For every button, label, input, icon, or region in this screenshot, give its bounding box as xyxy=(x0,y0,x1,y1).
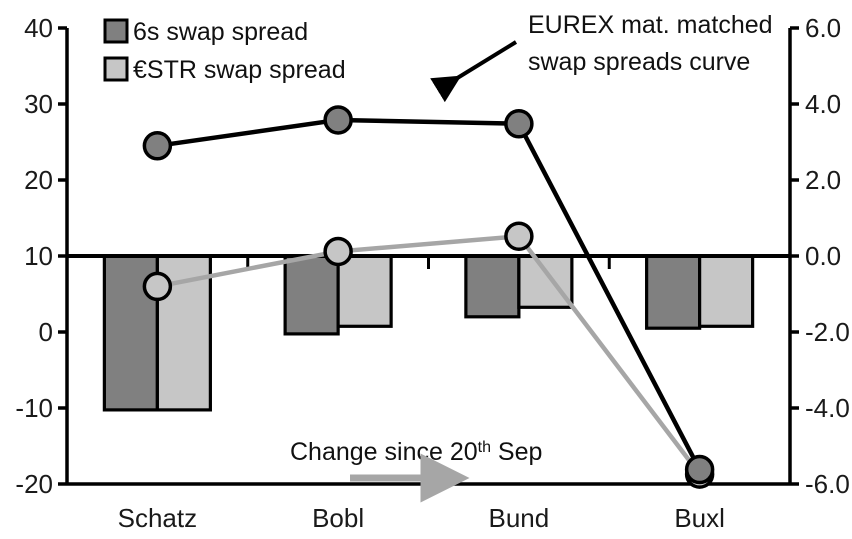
right-axis-tick-label: -6.0 xyxy=(805,469,850,499)
bar-bobl-estr xyxy=(336,254,393,328)
legend-label-estr: €STR swap spread xyxy=(133,56,346,84)
bar-bund-estr xyxy=(517,254,574,309)
change-since-marker xyxy=(323,236,353,267)
category-label-bobl: Bobl xyxy=(312,503,364,533)
eurex-curve-marker xyxy=(323,105,353,135)
bar-schatz-6s xyxy=(102,254,159,412)
left-axis-tick-label: 10 xyxy=(24,241,53,271)
category-label-schatz: Schatz xyxy=(118,503,198,533)
right-axis-tick-label: 4.0 xyxy=(805,89,841,119)
right-axis-tick-label: 2.0 xyxy=(805,165,841,195)
category-label-buxl: Buxl xyxy=(674,503,725,533)
bar-buxl-6s xyxy=(645,254,702,330)
bar-bund-6s xyxy=(464,254,521,319)
eurex-curve-marker xyxy=(142,131,173,161)
left-axis-tick-label: 0 xyxy=(39,317,53,347)
left-axis-tick-label: -10 xyxy=(15,393,53,423)
bar-bobl-6s xyxy=(283,254,340,336)
legend-swatch-6s xyxy=(103,18,129,44)
legend-swatch-estr xyxy=(103,56,129,82)
left-axis-tick-label: 40 xyxy=(24,13,53,43)
eurex-annotation-line2: swap spreads curve xyxy=(528,48,750,76)
change-note-text: Change since 20th Sep xyxy=(290,438,542,466)
left-axis-tick-label: 30 xyxy=(24,89,53,119)
change-since-marker xyxy=(142,271,173,302)
legend-label-6s: 6s swap spread xyxy=(133,18,308,46)
right-axis-tick-label: 6.0 xyxy=(805,13,841,43)
left-axis-tick-label: 20 xyxy=(24,165,53,195)
left-axis-tick-label: -20 xyxy=(15,469,53,499)
bar-buxl-estr xyxy=(698,254,755,328)
eurex-curve-marker xyxy=(684,454,715,485)
change-since-line xyxy=(156,233,702,476)
eurex-curve-line xyxy=(157,117,702,471)
right-axis-tick-label: -4.0 xyxy=(805,393,850,423)
category-label-bund: Bund xyxy=(489,503,550,533)
eurex-annotation-arrow-icon xyxy=(430,40,518,103)
eurex-curve-marker xyxy=(504,109,534,139)
eurex-annotation-line1: EUREX mat. matched xyxy=(528,11,773,39)
right-axis-tick-label: -2.0 xyxy=(805,317,850,347)
right-axis-tick-label: 0.0 xyxy=(805,241,841,271)
change-since-marker xyxy=(504,221,534,251)
